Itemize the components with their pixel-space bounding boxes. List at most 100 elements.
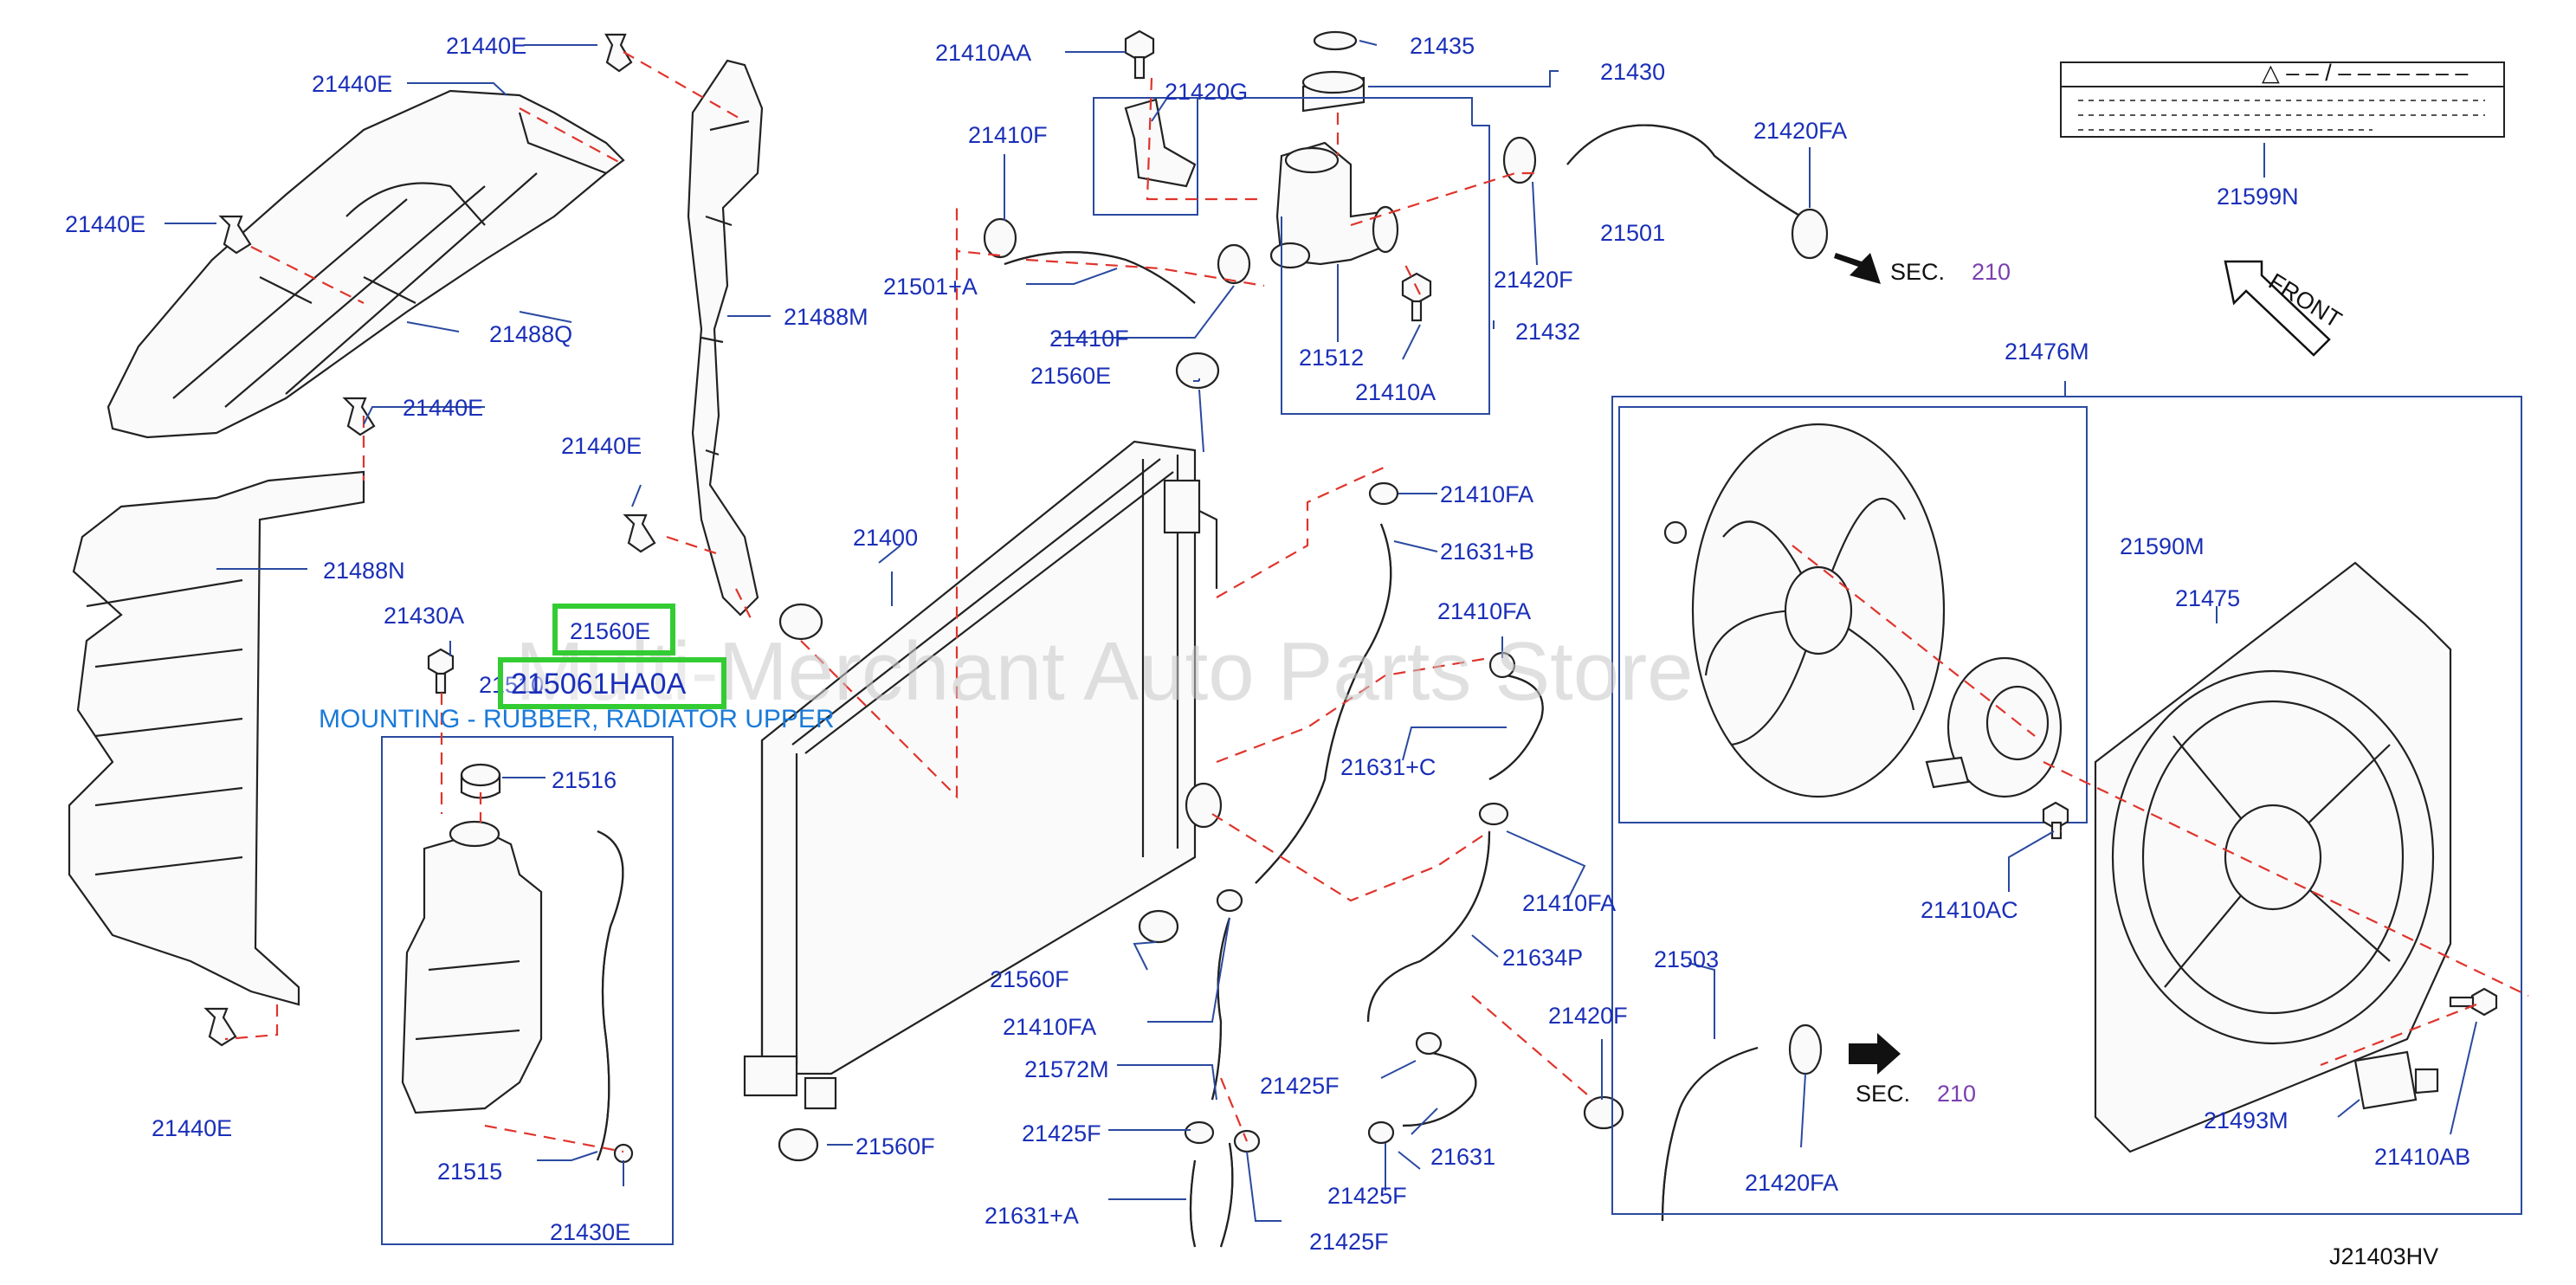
label-21410FA[interactable]: 21410FA [1440,481,1533,507]
clamp-21410FA-a[interactable] [1368,481,1399,506]
label-21400[interactable]: 21400 [853,525,918,551]
clamp-21420F-b[interactable] [1583,1095,1624,1130]
upper-mount-21560E-a[interactable] [1175,352,1220,390]
resistor-21493M[interactable] [2353,1050,2439,1110]
label-21432[interactable]: 21432 [1515,319,1580,345]
label-21488Q[interactable]: 21488Q [489,321,572,347]
label-21631C[interactable]: 21631+C [1340,754,1436,780]
fan-motor-21590M[interactable] [1925,656,2063,798]
label-21599N[interactable]: 21599N [2217,184,2299,210]
label-21631[interactable]: 21631 [1430,1144,1495,1170]
label-21425F[interactable]: 21425F [1327,1183,1407,1209]
side-seal-21488M[interactable] [687,59,764,617]
clamp-21410FA-c[interactable] [1478,802,1509,826]
label-21516[interactable]: 21516 [552,767,617,793]
label-21560F[interactable]: 21560F [990,966,1069,992]
filler-neck-21512[interactable] [1269,141,1399,269]
label-21631B[interactable]: 21631+B [1440,539,1534,565]
label-21572M[interactable]: 21572M [1024,1056,1109,1082]
warning-label-21599N[interactable]: △ – – / – – – – – – – [2060,60,2505,138]
label-21634P[interactable]: 21634P [1502,945,1583,971]
label-21590M[interactable]: 21590M [2120,533,2205,559]
air-guide-lower-21488N[interactable] [68,470,365,1006]
lower-mount-21560F-a[interactable] [1138,909,1179,944]
hose-21572M[interactable] [1211,917,1231,1101]
label-21560F[interactable]: 21560F [855,1133,935,1159]
clip-21440E-e[interactable] [203,1007,237,1047]
label-21410F[interactable]: 21410F [968,122,1048,148]
label-21410AA[interactable]: 21410AA [935,40,1031,66]
label-21420F[interactable]: 21420F [1494,267,1573,293]
label-21440E[interactable]: 21440E [152,1115,232,1141]
label-21560E[interactable]: 21560E [1030,363,1111,389]
label-21440E[interactable]: 21440E [561,433,642,459]
label-21410A[interactable]: 21410A [1355,379,1436,405]
clamp-21410F-a[interactable] [983,217,1017,259]
clip-21440E-c[interactable] [342,397,376,436]
label-21488N[interactable]: 21488N [323,558,405,584]
selected-part-callout[interactable]: 21560E 215061HA0A MOUNTING - RUBBER, RAD… [319,604,835,733]
label-21475[interactable]: 21475 [2175,585,2240,611]
upper-hose-21501[interactable] [1566,124,1802,217]
lower-hose-21503[interactable] [1661,1046,1759,1222]
bolt-21410AB[interactable] [2449,987,2498,1017]
bolt-21430A[interactable] [427,648,455,694]
selected-part-number[interactable]: 215061HA0A [511,668,687,701]
label-21410AB[interactable]: 21410AB [2374,1144,2470,1170]
hose-21631A[interactable] [1189,1142,1234,1248]
label-21440E[interactable]: 21440E [65,211,145,237]
air-guide-upper-21488Q[interactable] [107,89,625,439]
label-21430A[interactable]: 21430A [384,603,464,629]
reservoir-tank-21510[interactable] [401,820,543,1114]
label-21430[interactable]: 21430 [1600,59,1665,85]
clamp-21425F-b[interactable] [1184,1120,1215,1145]
clip-21440E-b[interactable] [218,215,252,255]
label-21425F[interactable]: 21425F [1022,1120,1101,1146]
clamp-21410FA-d[interactable] [1216,888,1243,913]
label-21410FA[interactable]: 21410FA [1437,598,1531,624]
hose-21631B[interactable] [1255,523,1392,884]
label-21440E[interactable]: 21440E [403,395,483,421]
bracket-21420G[interactable] [1124,98,1197,188]
radiator-cap-21430[interactable] [1301,70,1365,113]
label-21501[interactable]: 21501 [1600,220,1665,246]
label-21493M[interactable]: 21493M [2204,1107,2289,1133]
section-reference-lower[interactable]: SEC. 210 [1856,1081,1976,1107]
label-21440E[interactable]: 21440E [446,33,526,59]
label-21440E[interactable]: 21440E [312,71,392,97]
clamp-21420FA-a[interactable] [1791,208,1829,260]
clamp-21420F-a[interactable] [1502,136,1537,184]
label-21420FA[interactable]: 21420FA [1753,118,1847,144]
label-21510[interactable]: 21510 [479,672,544,698]
bolt-21410AA[interactable] [1124,29,1155,80]
radiator-21400[interactable] [743,440,1223,1110]
clamp-21420FA-b[interactable] [1788,1023,1823,1075]
label-21420FA[interactable]: 21420FA [1745,1170,1838,1196]
hose-21634P[interactable] [1366,830,1491,1023]
label-21420F[interactable]: 21420F [1548,1003,1628,1029]
label-21501A[interactable]: 21501+A [883,274,978,300]
clip-21440E-d[interactable] [623,513,656,553]
clip-21440E-a[interactable] [604,33,633,73]
fan-blade-21590M[interactable] [1663,423,1946,798]
section-reference-upper[interactable]: SEC. 210 [1890,259,2011,285]
upper-mount-21560E-b[interactable] [778,603,823,641]
label-21435[interactable]: 21435 [1410,33,1475,59]
clamp-21430E[interactable] [613,1143,634,1164]
bolt-21410A[interactable] [1401,272,1432,322]
seal-21435[interactable] [1313,30,1358,51]
label-21488M[interactable]: 21488M [784,304,868,330]
hose-21631[interactable] [1402,1050,1477,1127]
upper-hose-21501A[interactable] [1004,251,1196,304]
label-21410AC[interactable]: 21410AC [1921,897,2018,923]
label-21512[interactable]: 21512 [1299,345,1364,371]
label-21515[interactable]: 21515 [437,1159,502,1185]
clamp-21425F-c[interactable] [1367,1120,1395,1145]
label-21410FA[interactable]: 21410FA [1003,1014,1096,1040]
label-21410F[interactable]: 21410F [1049,326,1129,352]
hose-21631C[interactable] [1488,674,1544,780]
label-21425F[interactable]: 21425F [1260,1073,1340,1099]
label-21420G[interactable]: 21420G [1165,79,1248,105]
label-21410FA[interactable]: 21410FA [1522,890,1616,916]
label-21503[interactable]: 21503 [1654,946,1719,972]
